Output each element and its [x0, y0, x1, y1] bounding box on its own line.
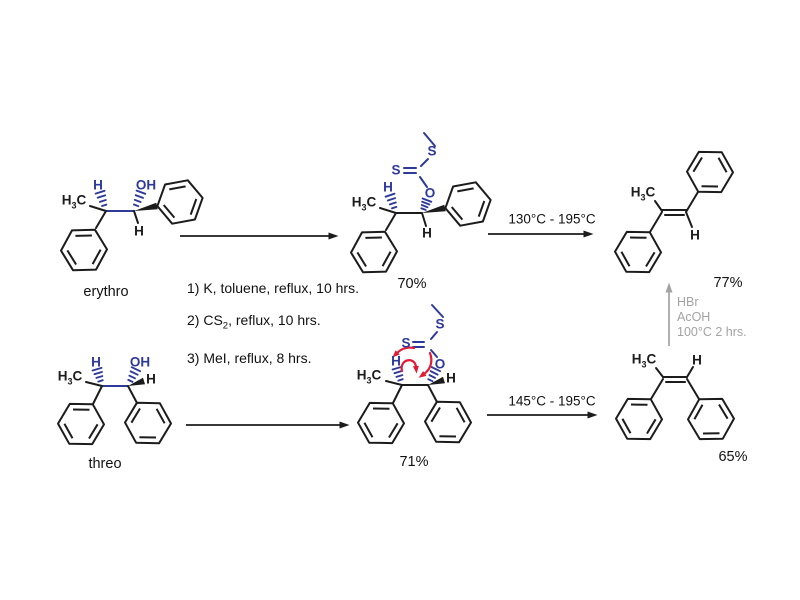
- pyrolysis-temp-top: 130°C - 195°C: [508, 211, 596, 227]
- bold-wedge-h: [128, 377, 145, 386]
- isomerization-reagent-1: HBr: [677, 294, 699, 309]
- xanthate-group: [403, 132, 436, 188]
- phenyl-ring: [424, 400, 472, 444]
- conditions-step-3: 3) MeI, reflux, 8 hrs.: [187, 350, 312, 366]
- h-label: H: [93, 177, 103, 193]
- s-label: S: [391, 162, 401, 178]
- phenyl-ring: [614, 230, 662, 274]
- phenyl-ring: [156, 179, 204, 225]
- mechanism-arrows: [392, 346, 433, 378]
- yield-xanthate-bottom: 71%: [399, 453, 429, 470]
- h-label: H: [383, 179, 393, 195]
- conditions-step-2: 2) CS2, reflux, 10 hrs.: [187, 311, 321, 332]
- alkene-bottom-structure: [615, 366, 735, 441]
- curved-arrow-icon: [392, 346, 416, 358]
- phenyl-ring: [615, 397, 663, 441]
- o-label: O: [424, 185, 436, 201]
- oh-label: OH: [129, 354, 151, 370]
- hash-wedge-o: [420, 197, 433, 211]
- methyl-label: H3C: [57, 368, 83, 387]
- erythro-caption: erythro: [83, 283, 129, 300]
- phenyl-ring: [124, 401, 172, 445]
- bold-wedge-phenyl: [134, 202, 158, 211]
- phenyl-ring: [350, 230, 398, 274]
- h-label: H: [391, 353, 401, 369]
- bold-wedge-h: [428, 376, 445, 385]
- xanthate-group: [412, 304, 444, 358]
- phenyl-ring: [444, 181, 492, 227]
- o-label: O: [434, 356, 446, 372]
- h-label: H: [422, 225, 432, 241]
- xanthate-bottom-structure: [357, 304, 472, 445]
- s-label: S: [427, 143, 437, 159]
- hash-wedge-h: [384, 192, 398, 210]
- isomerization-reagent-2: AcOH: [677, 309, 711, 324]
- h-label: H: [91, 354, 101, 370]
- curved-arrow-icon: [400, 359, 419, 374]
- isomerization-condition: 100°C 2 hrs.: [677, 324, 747, 339]
- bold-wedge-phenyl: [422, 204, 446, 213]
- hash-wedge-oh: [132, 189, 147, 208]
- phenyl-ring: [60, 228, 108, 272]
- conditions-step-1: 1) K, toluene, reflux, 10 hrs.: [187, 280, 359, 296]
- yield-alkene-top: 77%: [713, 274, 743, 291]
- methyl-label: H3C: [630, 184, 656, 203]
- yield-xanthate-top: 70%: [397, 275, 427, 292]
- h-label: H: [446, 370, 456, 386]
- methyl-label: H3C: [61, 192, 87, 211]
- hash-wedge-h: [391, 365, 404, 382]
- methyl-label: H3C: [631, 351, 657, 370]
- curved-arrow-icon: [418, 351, 433, 378]
- s-label: S: [401, 335, 411, 351]
- phenyl-ring: [57, 402, 105, 446]
- h-label: H: [134, 223, 144, 239]
- erythro-structure: [60, 179, 204, 272]
- phenyl-ring: [686, 150, 734, 194]
- oh-label: OH: [135, 177, 157, 193]
- threo-structure: [57, 366, 172, 446]
- h-label: H: [146, 371, 156, 387]
- pyrolysis-temp-bottom: 145°C - 195°C: [508, 393, 596, 409]
- hash-wedge-h: [94, 189, 108, 207]
- methyl-label: H3C: [356, 367, 382, 386]
- phenyl-ring: [357, 401, 405, 445]
- phenyl-ring: [687, 397, 735, 441]
- threo-caption: threo: [88, 455, 122, 472]
- h-label: H: [692, 352, 702, 368]
- hash-wedge-h: [91, 366, 104, 383]
- s-label: S: [435, 316, 445, 332]
- yield-alkene-bottom: 65%: [718, 448, 748, 465]
- methyl-label: H3C: [351, 194, 377, 213]
- h-label: H: [690, 227, 700, 243]
- alkene-top-structure: [614, 150, 734, 274]
- xanthate-top-structure: [350, 132, 492, 274]
- hash-wedge-o: [427, 366, 442, 383]
- hash-wedge-oh: [127, 366, 142, 383]
